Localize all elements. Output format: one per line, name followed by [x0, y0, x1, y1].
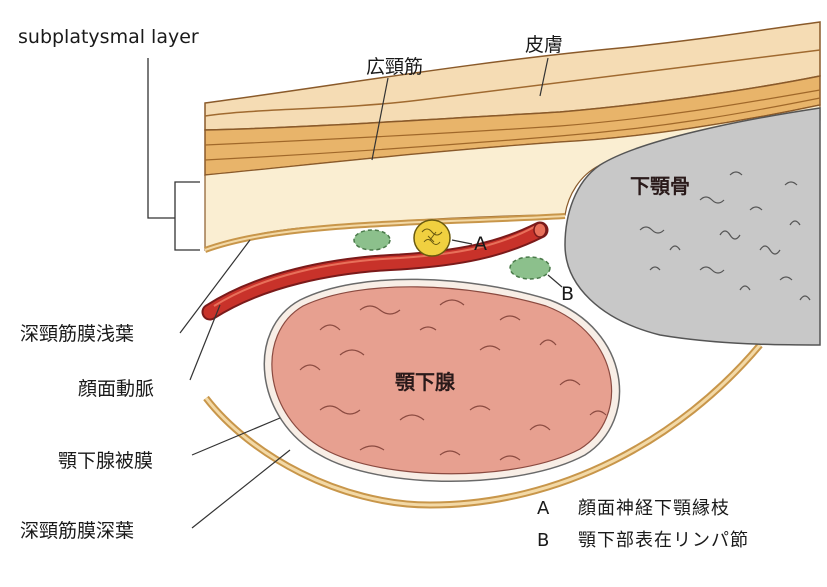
label-skin: 皮膚 [525, 36, 563, 55]
subplatysmal-bracket [148, 58, 200, 250]
label-marker-b: B [561, 285, 574, 304]
legend-key-a: A [537, 500, 550, 518]
label-gland-capsule: 顎下腺被膜 [58, 452, 153, 471]
label-marker-a: A [474, 235, 487, 254]
label-platysma: 広頸筋 [366, 58, 423, 77]
legend-text-b: 顎下部表在リンパ節 [578, 532, 749, 550]
label-deep-fascia: 深頸筋膜深葉 [20, 522, 134, 541]
label-facial-artery: 顔面動脈 [78, 380, 154, 399]
label-mandible: 下顎骨 [630, 176, 690, 196]
label-subplatysmal-layer: subplatysmal layer [18, 28, 199, 47]
legend-key-b: B [537, 532, 550, 550]
lymph-node-left [354, 230, 390, 250]
legend-text-a: 顔面神経下顎縁枝 [578, 500, 730, 518]
label-submandibular-gland: 顎下腺 [395, 372, 455, 392]
label-superficial-fascia: 深頸筋膜浅葉 [20, 325, 134, 344]
lymph-node-b [510, 257, 550, 279]
